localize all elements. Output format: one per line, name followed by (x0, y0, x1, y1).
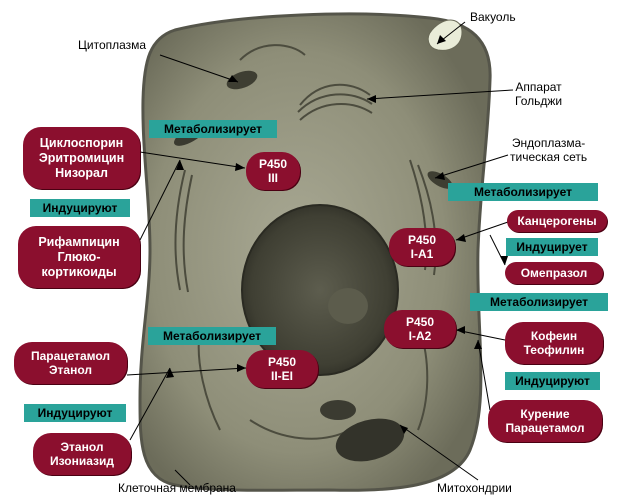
drug-caffeine-group: Кофеин Теофилин (505, 322, 603, 364)
tag-metabolizes-2: Метаболизирует (448, 183, 598, 201)
tag-induce-1: Индуцируют (30, 199, 130, 217)
drug-erythromycin: Эритромицин (38, 150, 125, 165)
enzyme-p450-iii: P450 III (246, 152, 300, 190)
drug-ethanol: Этанол (49, 363, 92, 377)
er-line-2: тическая сеть (510, 150, 588, 164)
drug-omeprazole: Омепразол (505, 262, 603, 284)
drug-omeprazole-text: Омепразол (520, 266, 588, 280)
golgi-label: Аппарат Гольджи (515, 80, 562, 108)
enzyme-p450-ia2-2: I-A2 (408, 329, 432, 343)
drug-carcinogens-text: Канцерогены (517, 214, 597, 228)
drug-smoking: Курение (520, 407, 570, 421)
nucleus-shape (241, 204, 399, 376)
drug-nizoral: Низорал (55, 165, 108, 180)
drug-rifampicin-group: Рифампицин Глюко- кортикоиды (18, 226, 140, 288)
enzyme-p450-ia1-2: I-A1 (410, 247, 434, 261)
drug-theophylline: Теофилин (523, 343, 585, 357)
drug-gluco-2: кортикоиды (41, 264, 117, 279)
er-label: Эндоплазма- тическая сеть (510, 136, 587, 164)
cytoplasm-label: Цитоплазма (78, 38, 147, 52)
enzyme-p450-ia1: P450 I-A1 (389, 228, 455, 266)
enzyme-p450-iiei-2: II-EI (270, 369, 293, 383)
enzyme-p450-iii-1: P450 (258, 157, 288, 171)
drug-smoking-group: Курение Парацетамол (488, 400, 602, 442)
enzyme-p450-iii-2: III (267, 171, 278, 185)
vacuole-shape (427, 19, 463, 51)
tag-induces-1: Индуцирует (506, 238, 598, 256)
vacuole-label: Вакуоль (470, 10, 516, 24)
tag-metabolizes-3: Метаболизирует (470, 293, 608, 311)
tag-metabolizes-1: Метаболизирует (149, 120, 277, 138)
drug-isoniazid: Изониазид (49, 454, 115, 468)
drug-gluco-1: Глюко- (57, 249, 101, 264)
enzyme-p450-ia1-1: P450 (407, 233, 437, 247)
drug-paracetamol-2: Парацетамол (505, 421, 585, 435)
drug-caffeine: Кофеин (530, 329, 578, 343)
mitochondria-label: Митохондрии (437, 481, 512, 495)
enzyme-p450-iiei: P450 II-EI (246, 350, 318, 388)
drug-ethanol-group: Этанол Изониазид (33, 433, 131, 475)
drug-paracetamol-group: Парацетамол Этанол (14, 342, 127, 384)
drug-paracetamol: Парацетамол (30, 349, 111, 363)
enzyme-p450-ia2-1: P450 (405, 315, 435, 329)
golgi-line-2: Гольджи (515, 94, 563, 108)
er-line-1: Эндоплазма- (511, 136, 586, 150)
drug-carcinogens: Канцерогены (507, 210, 607, 232)
drug-cyclosporine-group: Циклоспорин Эритромицин Низорал (23, 127, 140, 189)
drug-rifampicin: Рифампицин (38, 234, 120, 249)
membrane-label: Клеточная мембрана (118, 481, 236, 495)
tag-induce-3: Индуцируют (24, 404, 126, 422)
drug-cyclosporine: Циклоспорин (39, 135, 124, 150)
tag-induce-2: Индуцируют (505, 372, 600, 390)
enzyme-p450-ia2: P450 I-A2 (384, 310, 456, 348)
tag-metabolizes-4: Метаболизирует (148, 327, 276, 345)
golgi-line-1: Аппарат (515, 80, 562, 94)
drug-ethanol-2: Этанол (60, 440, 104, 454)
enzyme-p450-iiei-1: P450 (267, 355, 297, 369)
